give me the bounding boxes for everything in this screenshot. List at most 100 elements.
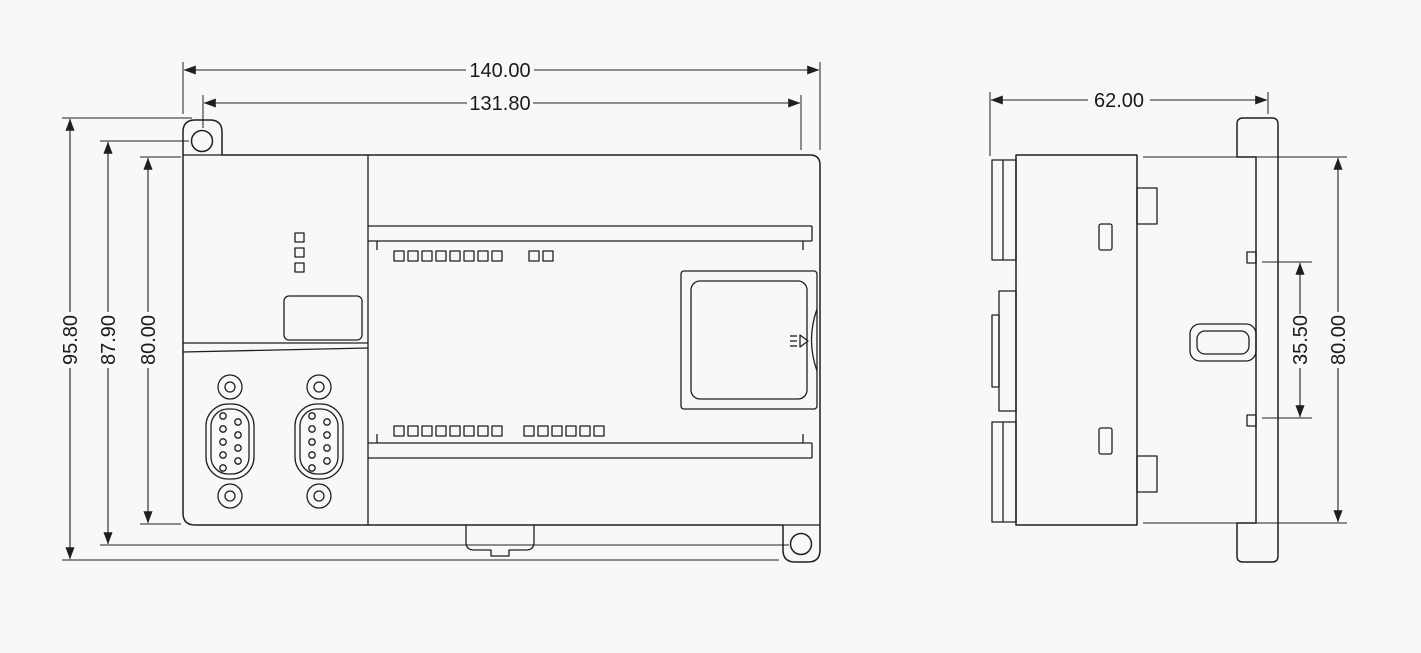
- front-view: [182, 119, 821, 563]
- screw-boss: [306, 483, 332, 509]
- din-rail-latch-front: [465, 525, 535, 557]
- led-indicator: [491, 250, 503, 262]
- dim-label-side-body-height: 80.00: [1328, 315, 1350, 365]
- led-indicator: [294, 232, 305, 243]
- led-indicator: [421, 250, 433, 262]
- dsub-pins: [219, 412, 242, 472]
- io-led-row-bottom: [393, 425, 605, 437]
- led-indicator: [551, 425, 563, 437]
- side-slot-bottom: [1098, 427, 1113, 455]
- led-indicator: [463, 425, 475, 437]
- led-indicator: [393, 250, 405, 262]
- mounting-hole-bottom-right: [789, 532, 813, 556]
- serial-port-2: [294, 374, 344, 509]
- dim-label-overall-depth: 62.00: [1094, 90, 1144, 112]
- pin: [219, 438, 227, 446]
- screw-hole: [224, 381, 236, 393]
- led-indicator: [477, 425, 489, 437]
- din-rail-clip-outer: [1189, 323, 1257, 362]
- dim-label-overall-width: 140.00: [469, 60, 530, 82]
- pin: [219, 464, 227, 472]
- pin: [219, 425, 227, 433]
- dim-label-body-height: 80.00: [138, 315, 160, 365]
- cover-split-line-lower: [182, 347, 369, 353]
- din-rail-clip-inner: [1196, 330, 1250, 355]
- led-indicator: [407, 425, 419, 437]
- pin: [308, 412, 316, 420]
- pin: [323, 444, 331, 452]
- side-dimensions: 62.00 35.50 80.00: [989, 90, 1350, 524]
- side-clip-bottom: [1136, 455, 1158, 493]
- dsub-shell-inner: [299, 408, 339, 475]
- dim-label-overall-height: 95.80: [60, 315, 82, 365]
- terminal-cover-bottom: [991, 421, 1017, 523]
- pin: [234, 457, 242, 465]
- led-indicator: [294, 262, 305, 273]
- pin: [234, 444, 242, 452]
- pin: [323, 431, 331, 439]
- pin: [323, 457, 331, 465]
- plate-notch-bottom: [1246, 414, 1257, 427]
- led-indicator: [593, 425, 605, 437]
- pin: [219, 412, 227, 420]
- dsub-shell-outer: [205, 403, 255, 480]
- screw-hole: [313, 490, 325, 502]
- led-indicator: [537, 425, 549, 437]
- side-view: [991, 117, 1279, 563]
- terminal-strip-top: [368, 225, 813, 250]
- eject-arrow-icon: [799, 334, 809, 348]
- plate-notch-top: [1246, 251, 1257, 264]
- led-indicator: [491, 425, 503, 437]
- io-led-row-top: [393, 250, 554, 262]
- led-indicator: [294, 247, 305, 258]
- mounting-hole-top-left: [190, 129, 214, 153]
- led-indicator: [449, 250, 461, 262]
- led-indicator: [528, 250, 540, 262]
- terminal-cover-top: [991, 159, 1017, 261]
- led-indicator: [477, 250, 489, 262]
- led-indicator: [435, 250, 447, 262]
- pin: [308, 451, 316, 459]
- screw-hole: [224, 490, 236, 502]
- pin: [308, 438, 316, 446]
- led-indicator: [421, 425, 433, 437]
- screw-hole: [313, 381, 325, 393]
- screw-boss: [217, 483, 243, 509]
- mounting-plate-outline: [1236, 117, 1279, 563]
- cassette-door: [680, 270, 818, 410]
- side-slot-top: [1098, 223, 1113, 251]
- pin: [234, 418, 242, 426]
- pin: [308, 425, 316, 433]
- dim-label-hole-pitch-width: 131.80: [469, 93, 530, 115]
- led-indicator: [565, 425, 577, 437]
- dsub-pins: [308, 412, 331, 472]
- pin: [323, 418, 331, 426]
- dim-label-din-clip-height: 35.50: [1290, 315, 1312, 365]
- led-indicator: [579, 425, 591, 437]
- pin: [219, 451, 227, 459]
- serial-port-1: [205, 374, 255, 509]
- front-dimensions: 140.00 131.80 95.80 87.90 80.00: [60, 60, 821, 561]
- front-port-cover: [283, 295, 363, 341]
- led-indicator: [435, 425, 447, 437]
- led-indicator: [449, 425, 461, 437]
- led-indicator: [463, 250, 475, 262]
- terminal-strip-bottom: [368, 434, 813, 459]
- door-outer: [680, 270, 818, 410]
- dsub-shell-outer: [294, 403, 344, 480]
- screw-boss: [306, 374, 332, 400]
- dsub-shell-inner: [210, 408, 250, 475]
- led-indicator: [542, 250, 554, 262]
- door-thumb-notch: [810, 308, 818, 372]
- side-clip-top: [1136, 187, 1158, 225]
- led-indicator: [393, 425, 405, 437]
- status-led-column: [294, 232, 305, 273]
- pin: [308, 464, 316, 472]
- led-indicator: [407, 250, 419, 262]
- connector-profile-step: [991, 314, 1000, 388]
- screw-boss: [217, 374, 243, 400]
- pin: [234, 431, 242, 439]
